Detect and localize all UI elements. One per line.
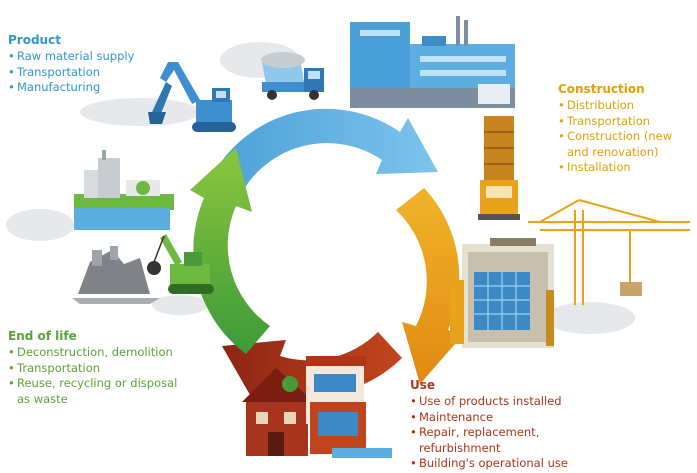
product-stage: Product Raw material supply Transportati… [8, 33, 138, 96]
construction-building-icon [450, 238, 554, 348]
product-title: Product [8, 33, 61, 47]
use-list: Use of products installed Maintenance Re… [410, 394, 580, 472]
excavator-icon [148, 62, 236, 132]
end-of-life-stage: End of life Deconstruction, demolition T… [8, 329, 188, 407]
list-item: Construction (new and renovation) [558, 129, 696, 160]
construction-stage: Construction Distribution Transportation… [558, 82, 696, 176]
list-item: Building's operational use [410, 456, 580, 472]
construction-title: Construction [558, 82, 645, 96]
list-item: Use of products installed [410, 394, 580, 410]
list-item: Installation [558, 160, 696, 176]
tower-crane-icon [528, 199, 690, 305]
list-item: Raw material supply [8, 49, 138, 65]
list-item: Transportation [558, 114, 696, 130]
houses-icon [242, 356, 392, 458]
recycling-plant-icon [74, 150, 174, 230]
product-list: Raw material supply Transportation Manuf… [8, 49, 138, 96]
list-item: Manufacturing [8, 80, 138, 96]
use-stage: Use Use of products installed Maintenanc… [410, 378, 580, 472]
list-item: Maintenance [410, 410, 580, 426]
cycle-arrow-orange [396, 188, 462, 384]
use-title: Use [410, 378, 436, 392]
list-item: Transportation [8, 361, 188, 377]
rubble-icon [72, 246, 160, 304]
construction-list: Distribution Transportation Construction… [558, 98, 696, 176]
list-item: Reuse, recycling or disposal as waste [8, 376, 188, 407]
demolition-machine-icon [147, 234, 214, 294]
cycle-arrow-green [190, 148, 270, 354]
end-of-life-title: End of life [8, 329, 77, 343]
list-item: Repair, replacement, refurbishment [410, 425, 580, 456]
factory-icon [350, 16, 515, 108]
dump-truck-icon [261, 52, 324, 100]
list-item: Deconstruction, demolition [8, 345, 188, 361]
list-item: Transportation [8, 65, 138, 81]
list-item: Distribution [558, 98, 696, 114]
end-of-life-list: Deconstruction, demolition Transportatio… [8, 345, 188, 407]
cycle-arrow-blue [210, 108, 438, 196]
truck-icon [478, 116, 520, 220]
background-hills [6, 42, 635, 334]
